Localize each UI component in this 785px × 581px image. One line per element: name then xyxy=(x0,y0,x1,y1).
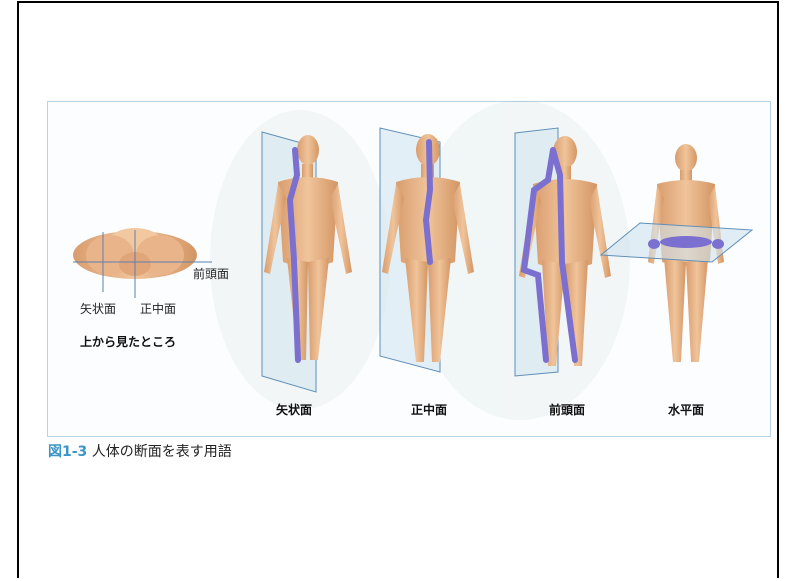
figure-label-sagittal: 矢状面 xyxy=(276,403,313,417)
figure-caption: 図1-3 人体の断面を表す用語 xyxy=(48,441,232,461)
figure-label-horizontal: 水平面 xyxy=(668,403,705,417)
coronal-label: 前頭面 xyxy=(193,267,230,281)
figure-frontal xyxy=(514,127,611,377)
figure-label-frontal: 前頭面 xyxy=(549,403,586,417)
figure-sagittal xyxy=(261,131,352,393)
caption-number: 図1-3 xyxy=(48,444,88,460)
figure-median xyxy=(379,127,474,373)
figure-label-median: 正中面 xyxy=(411,403,448,417)
median-label: 正中面 xyxy=(140,302,177,316)
sagittal-label: 矢状面 xyxy=(80,302,117,316)
top-view-head xyxy=(73,228,212,298)
caption-text: 人体の断面を表す用語 xyxy=(91,444,232,460)
figure-horizontal xyxy=(599,144,754,362)
top-view-caption: 上から見たところ xyxy=(80,335,177,349)
page-frame xyxy=(17,1,779,578)
